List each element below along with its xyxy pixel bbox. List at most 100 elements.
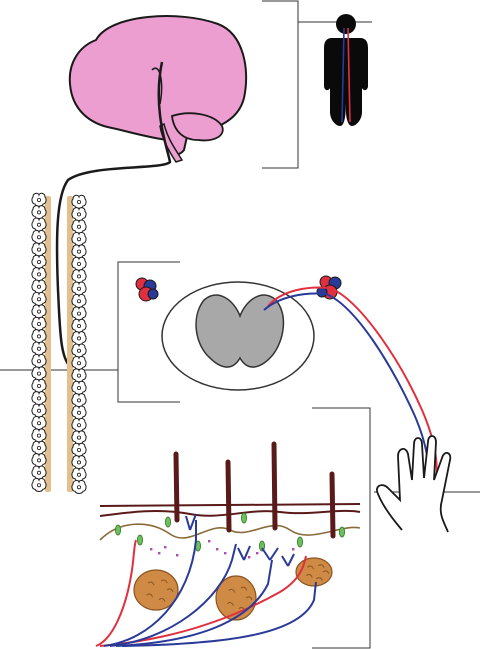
brain-stem bbox=[159, 122, 184, 163]
granule bbox=[176, 554, 179, 557]
hair-shaft bbox=[271, 441, 278, 531]
nerve-branch-2 bbox=[237, 545, 251, 561]
vertebra-icon bbox=[71, 355, 87, 370]
vertebra-icon bbox=[31, 415, 47, 430]
vertebra-icon bbox=[31, 242, 47, 257]
vertebra-icon bbox=[71, 405, 87, 420]
vertebra-icon bbox=[71, 368, 87, 383]
vertebra-icon bbox=[31, 316, 47, 331]
skin-fiber-blue-4 bbox=[121, 581, 317, 647]
tract-left bbox=[45, 196, 51, 492]
spinal-cord-section bbox=[161, 281, 315, 391]
granule bbox=[216, 548, 219, 551]
skin-fiber-blue-2 bbox=[109, 543, 237, 647]
vertebra-icon bbox=[31, 279, 47, 294]
vertebra-icon bbox=[71, 231, 87, 246]
vertebra-icon bbox=[31, 217, 47, 232]
vertebra-icon bbox=[71, 331, 87, 346]
cord-grey-matter bbox=[195, 294, 285, 368]
vertebra-icon bbox=[31, 440, 47, 455]
vertebra-icon bbox=[31, 391, 47, 406]
granule bbox=[158, 552, 161, 555]
hand bbox=[376, 435, 452, 533]
granule bbox=[150, 548, 153, 551]
vertebra-icon bbox=[31, 378, 47, 393]
vertebra-icon bbox=[31, 366, 47, 381]
vertebra-icon bbox=[31, 353, 47, 368]
receptor-cell-icon bbox=[115, 524, 122, 536]
vertebra-icon bbox=[31, 329, 47, 344]
ganglion-left bbox=[135, 277, 159, 302]
nerve-branch-1 bbox=[185, 513, 197, 531]
vertebra-icon bbox=[71, 244, 87, 259]
vertebra-icon bbox=[71, 442, 87, 457]
vertebra-icon bbox=[31, 205, 47, 220]
granules bbox=[150, 540, 295, 559]
vertebra-icon bbox=[31, 453, 47, 468]
sweat-gland-icon bbox=[295, 557, 333, 587]
hair-shaft bbox=[225, 459, 232, 533]
vertebra-icon bbox=[71, 194, 87, 209]
vertebra-icon bbox=[31, 304, 47, 319]
hair-shaft bbox=[329, 471, 336, 539]
body-nerve-red bbox=[347, 27, 351, 123]
vertebra-icon bbox=[71, 393, 87, 408]
receptor-cell-icon bbox=[136, 534, 143, 546]
receptor-cell-icon bbox=[240, 512, 247, 524]
receptor-cell-icon bbox=[296, 536, 303, 548]
vertebra-icon bbox=[31, 465, 47, 480]
vertebra-icon bbox=[71, 281, 87, 296]
spinal-column bbox=[31, 192, 87, 494]
vertebra-icon bbox=[71, 380, 87, 395]
sweat-gland-icon bbox=[133, 569, 179, 611]
central-nerve-fiber bbox=[55, 61, 172, 370]
vertebra-icon bbox=[31, 254, 47, 269]
human-silhouette bbox=[324, 14, 368, 126]
skin-fiber-blue-1 bbox=[103, 520, 197, 647]
vertebrae-left bbox=[31, 192, 47, 492]
vertebra-icon bbox=[31, 477, 47, 492]
hair-shaft bbox=[173, 451, 180, 523]
body-head bbox=[336, 14, 356, 34]
vertebra-icon bbox=[71, 343, 87, 358]
vertebra-icon bbox=[71, 219, 87, 234]
granule bbox=[164, 546, 167, 549]
vertebra-icon bbox=[71, 293, 87, 308]
body-torso bbox=[324, 38, 368, 126]
vertebra-icon bbox=[71, 455, 87, 470]
receptor-cell-icon bbox=[164, 516, 171, 528]
granule bbox=[292, 548, 295, 551]
granule bbox=[248, 556, 251, 559]
granule bbox=[208, 540, 211, 543]
vertebra-icon bbox=[71, 318, 87, 333]
skin-section bbox=[95, 441, 361, 647]
receptor-cells bbox=[115, 512, 345, 552]
vertebra-icon bbox=[31, 403, 47, 418]
nerve-branch-3 bbox=[261, 547, 279, 561]
bracket-skin bbox=[312, 407, 371, 649]
vertebra-icon bbox=[31, 428, 47, 443]
skin-surface-wave bbox=[99, 509, 361, 517]
bracket-brain bbox=[262, 0, 299, 169]
vertebra-icon bbox=[71, 467, 87, 482]
bracket-cord bbox=[117, 261, 180, 403]
hair-follicles bbox=[173, 441, 336, 539]
granule bbox=[256, 552, 259, 555]
vertebra-icon bbox=[71, 207, 87, 222]
vertebra-icon bbox=[71, 256, 87, 271]
vertebra-icon bbox=[71, 269, 87, 284]
vertebra-icon bbox=[31, 267, 47, 282]
skin-fiber-red-1 bbox=[95, 539, 137, 647]
vertebra-icon bbox=[71, 306, 87, 321]
vertebra-icon bbox=[31, 192, 47, 207]
body-nerve-blue bbox=[341, 27, 345, 123]
skin-fiber-red-2 bbox=[99, 555, 307, 647]
vertebra-icon bbox=[71, 417, 87, 432]
vertebra-icon bbox=[31, 229, 47, 244]
vertebra-icon bbox=[71, 479, 87, 494]
receptor-cell-icon bbox=[338, 526, 345, 538]
skin-fiber-blue-3 bbox=[115, 559, 273, 647]
hand-outline bbox=[376, 435, 452, 533]
granule bbox=[224, 552, 227, 555]
